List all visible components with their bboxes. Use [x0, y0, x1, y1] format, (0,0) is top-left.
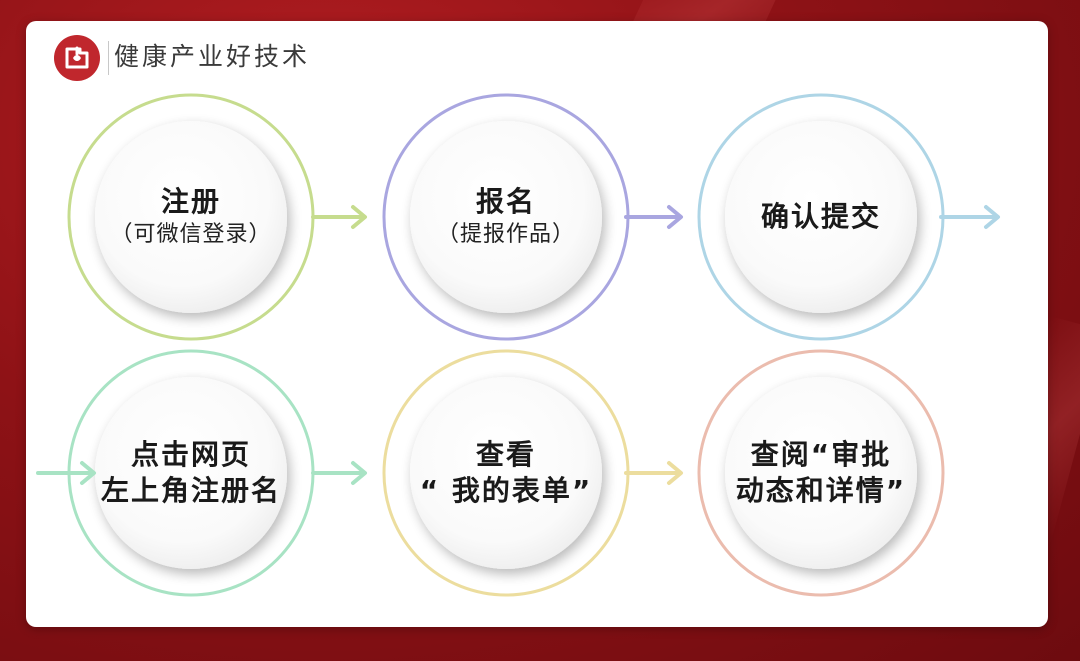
flow-arrow-4-icon — [36, 461, 96, 485]
flow-arrow-1-icon — [311, 205, 367, 229]
step-ring — [697, 349, 945, 597]
step-label-confirm: 确认提交 — [721, 199, 921, 235]
step-disc — [95, 121, 287, 313]
step-label-signup: 报名 （提报作品） — [406, 184, 606, 250]
process-flow — [36, 93, 1000, 597]
step-title-line: “ 我的表单” — [419, 474, 593, 507]
brand-logo-icon — [53, 34, 101, 82]
step-title-line: 左上角注册名 — [100, 474, 281, 507]
step-title-line: 点击网页 — [130, 438, 251, 471]
step-node-review-status — [697, 349, 945, 597]
step-disc — [725, 121, 917, 313]
flow-arrow-6-icon — [624, 461, 683, 485]
step-disc — [725, 377, 917, 569]
brand-name: 健康产业好技术 — [114, 42, 311, 71]
step-label-review-status: 查阅“审批动态和详情” — [721, 437, 921, 509]
step-title-line: 报名 — [475, 185, 536, 218]
step-title-line: 查看 — [475, 438, 536, 471]
step-title-line: 注册 — [160, 185, 221, 218]
content-card: 健康产业好技术 注册 （可微信登录） 报名 （提报作品） 确认提交点击网页左上角注册名 查… — [26, 21, 1048, 627]
step-title-line: 动态和详情” — [735, 474, 907, 507]
step-subtitle: （提报作品） — [436, 222, 575, 247]
step-disc — [410, 377, 602, 569]
flow-arrow-2-icon — [624, 205, 683, 229]
step-label-click-register: 点击网页左上角注册名 — [91, 437, 291, 509]
step-disc — [95, 377, 287, 569]
step-title-line: 查阅“审批 — [750, 438, 892, 471]
step-label-view-forms: 查看“ 我的表单” — [406, 437, 606, 509]
step-label-register: 注册 （可微信登录） — [91, 184, 291, 250]
step-disc — [410, 121, 602, 313]
flow-arrow-3-icon — [939, 205, 1000, 229]
step-title-line: 确认提交 — [760, 200, 881, 233]
step-subtitle: （可微信登录） — [110, 222, 272, 247]
brand-divider — [108, 41, 109, 75]
flow-arrow-5-icon — [311, 461, 367, 485]
